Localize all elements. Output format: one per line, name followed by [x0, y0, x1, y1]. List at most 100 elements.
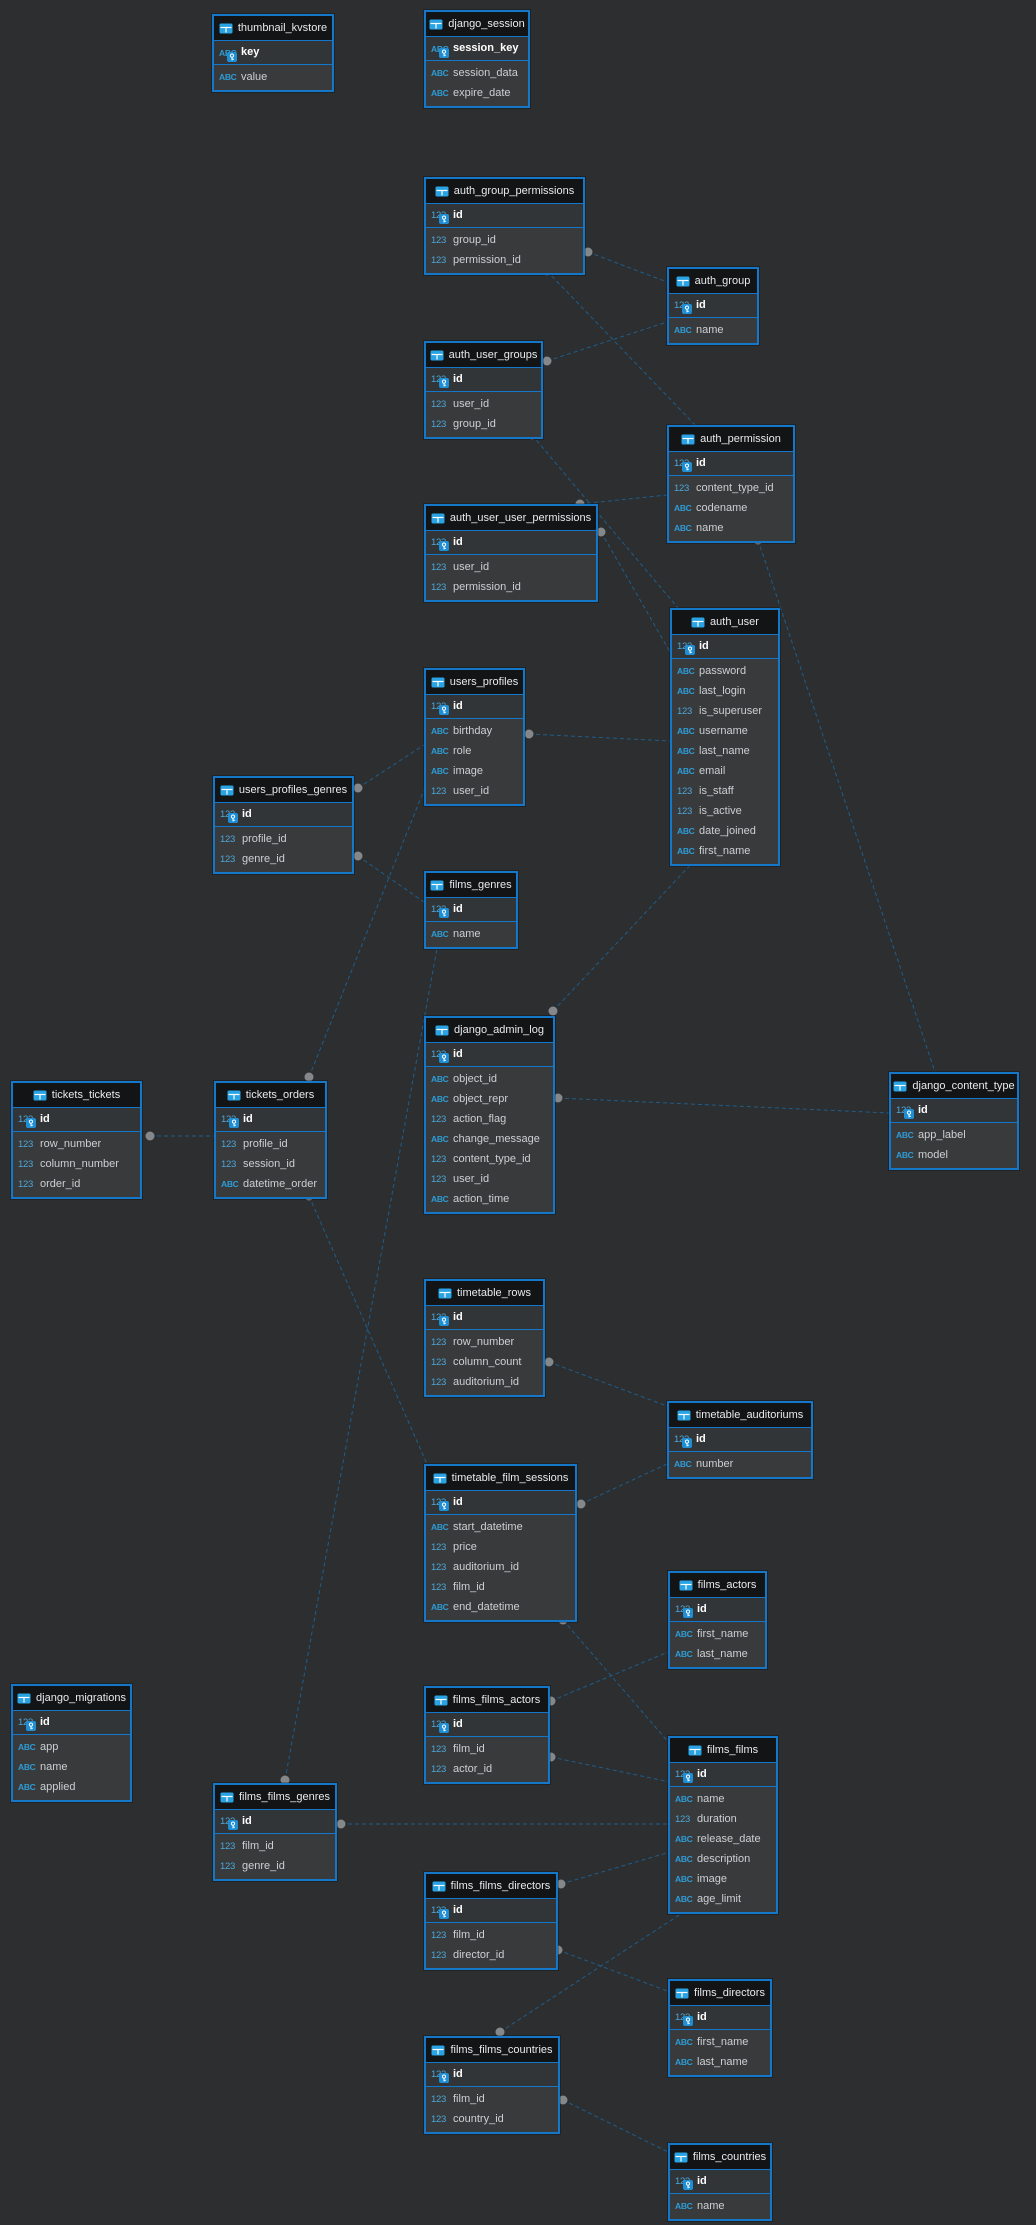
table-timetable_auditoriums[interactable]: timetable_auditoriums123idABCnumber — [667, 1401, 813, 1479]
field-row-id[interactable]: 123id — [13, 1108, 140, 1131]
table-header-tickets_tickets[interactable]: tickets_tickets — [13, 1083, 140, 1108]
field-row-id[interactable]: 123id — [672, 635, 778, 658]
table-header-films_directors[interactable]: films_directors — [670, 1981, 770, 2006]
field-row-id[interactable]: 123id — [426, 1043, 553, 1066]
table-films_directors[interactable]: films_directors123idABCfirst_nameABClast… — [668, 1979, 772, 2077]
table-header-auth_user_user_permissions[interactable]: auth_user_user_permissions — [426, 506, 596, 531]
table-header-films_films[interactable]: films_films — [670, 1738, 776, 1763]
field-row-key[interactable]: ABCkey — [214, 41, 332, 64]
table-users_profiles_genres[interactable]: users_profiles_genres123id123profile_id1… — [213, 776, 354, 874]
table-auth_user_groups[interactable]: auth_user_groups123id123user_id123group_… — [424, 341, 543, 439]
table-films_films[interactable]: films_films123idABCname123durationABCrel… — [668, 1736, 778, 1914]
table-django_content_type[interactable]: django_content_type123idABCapp_labelABCm… — [889, 1072, 1019, 1170]
table-films_films_genres[interactable]: films_films_genres123id123film_id123genr… — [213, 1783, 337, 1881]
field-row-id[interactable]: 123id — [670, 1763, 776, 1786]
table-auth_group[interactable]: auth_group123idABCname — [667, 267, 759, 345]
field-row-id[interactable]: 123id — [215, 803, 352, 826]
table-header-django_session[interactable]: django_session — [426, 12, 528, 37]
table-header-films_genres[interactable]: films_genres — [426, 873, 516, 898]
table-users_profiles[interactable]: users_profiles123idABCbirthdayABCroleABC… — [424, 668, 525, 806]
table-films_countries[interactable]: films_countries123idABCname — [668, 2143, 772, 2221]
field-row-id[interactable]: 123id — [669, 452, 793, 475]
table-header-thumbnail_kvstore[interactable]: thumbnail_kvstore — [214, 16, 332, 41]
table-header-timetable_film_sessions[interactable]: timetable_film_sessions — [426, 1466, 575, 1491]
table-django_admin_log[interactable]: django_admin_log123idABCobject_idABCobje… — [424, 1016, 555, 1214]
field-row-id[interactable]: 123id — [426, 1899, 556, 1922]
field-row-id[interactable]: 123id — [891, 1099, 1017, 1122]
table-auth_user[interactable]: auth_user123idABCpasswordABClast_login12… — [670, 608, 780, 866]
table-header-auth_permission[interactable]: auth_permission — [669, 427, 793, 452]
table-films_genres[interactable]: films_genres123idABCname — [424, 871, 518, 949]
table-header-auth_user[interactable]: auth_user — [672, 610, 778, 635]
field-row-id[interactable]: 123id — [669, 1428, 811, 1451]
table-django_session[interactable]: django_sessionABCsession_keyABCsession_d… — [424, 10, 530, 108]
table-tickets_orders[interactable]: tickets_orders123id123profile_id123sessi… — [214, 1081, 327, 1199]
field-row-id[interactable]: 123id — [426, 1491, 575, 1514]
field-row-id[interactable]: 123id — [13, 1711, 130, 1734]
field-row-id[interactable]: 123id — [426, 1306, 543, 1329]
field-row-id[interactable]: 123id — [426, 695, 523, 718]
field-row-id[interactable]: 123id — [670, 1598, 765, 1621]
table-films_films_directors[interactable]: films_films_directors123id123film_id123d… — [424, 1872, 558, 1970]
field-row-id[interactable]: 123id — [215, 1810, 335, 1833]
field-row-id[interactable]: 123id — [216, 1108, 325, 1131]
table-header-films_films_genres[interactable]: films_films_genres — [215, 1785, 335, 1810]
table-films_films_countries[interactable]: films_films_countries123id123film_id123c… — [424, 2036, 560, 2134]
table-header-django_content_type[interactable]: django_content_type — [891, 1074, 1017, 1099]
table-header-users_profiles[interactable]: users_profiles — [426, 670, 523, 695]
table-header-films_countries[interactable]: films_countries — [670, 2145, 770, 2170]
table-header-users_profiles_genres[interactable]: users_profiles_genres — [215, 778, 352, 803]
table-timetable_rows[interactable]: timetable_rows123id 123row_number123colum… — [424, 1279, 545, 1397]
table-header-timetable_rows[interactable]: timetable_rows — [426, 1281, 543, 1306]
table-header-tickets_orders[interactable]: tickets_orders — [216, 1083, 325, 1108]
field-row-id[interactable]: 123id — [426, 898, 516, 921]
table-header-films_films_countries[interactable]: films_films_countries — [426, 2038, 558, 2063]
table-films_actors[interactable]: films_actors123idABCfirst_nameABClast_na… — [668, 1571, 767, 1669]
table-header-auth_user_groups[interactable]: auth_user_groups — [426, 343, 541, 368]
